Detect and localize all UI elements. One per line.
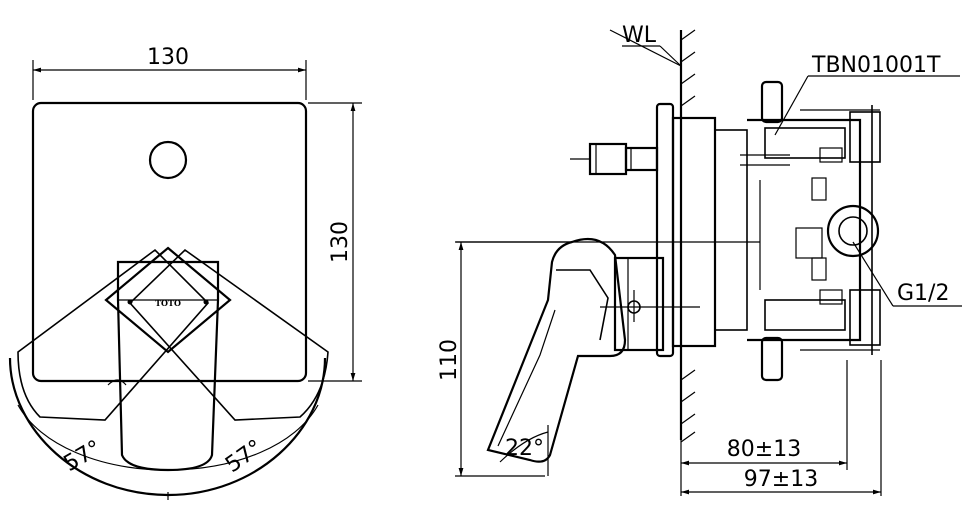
water-level-label: WL [622,23,657,48]
left-angle-label: 57° [60,436,106,477]
lever-handle-side [486,237,627,463]
handle-rotated-left [17,248,210,421]
swing-arc [8,357,327,497]
lever-angle-label: 22° [505,436,544,461]
depth-min-label: 80±13 [727,437,801,462]
handle-dot-left [127,299,133,305]
right-angle-label: 57° [221,435,267,478]
depth-max-label: 97±13 [744,467,818,492]
lever-hub [613,256,665,352]
front-view: TOTO 130 130 57° 57° [8,45,362,500]
port-inner [838,216,868,246]
thread-leader [852,241,894,307]
side-view: WL [437,23,962,496]
handle-dot-right [203,299,209,305]
handle-base [107,379,127,386]
escutcheon-diamond [104,246,232,354]
port-outer [826,204,880,258]
stem-extension [570,142,659,176]
cover-hole [148,140,188,180]
cover-plate-profile [655,102,675,358]
valve-body [671,116,862,348]
handle-height-label: 110 [437,339,462,381]
mounting-box [760,80,881,382]
faceplate-outline [31,101,308,383]
part-number-label: TBN01001T [811,53,941,78]
brand-logo: TOTO [155,298,181,308]
handle-front [116,260,220,472]
handle-rotated-right [128,248,329,421]
thread-label: G1/2 [897,281,949,306]
height-dimension-label: 130 [328,221,353,263]
part-number-leader [774,75,809,136]
wall-hatching [680,29,696,443]
width-dimension-label: 130 [147,45,189,70]
